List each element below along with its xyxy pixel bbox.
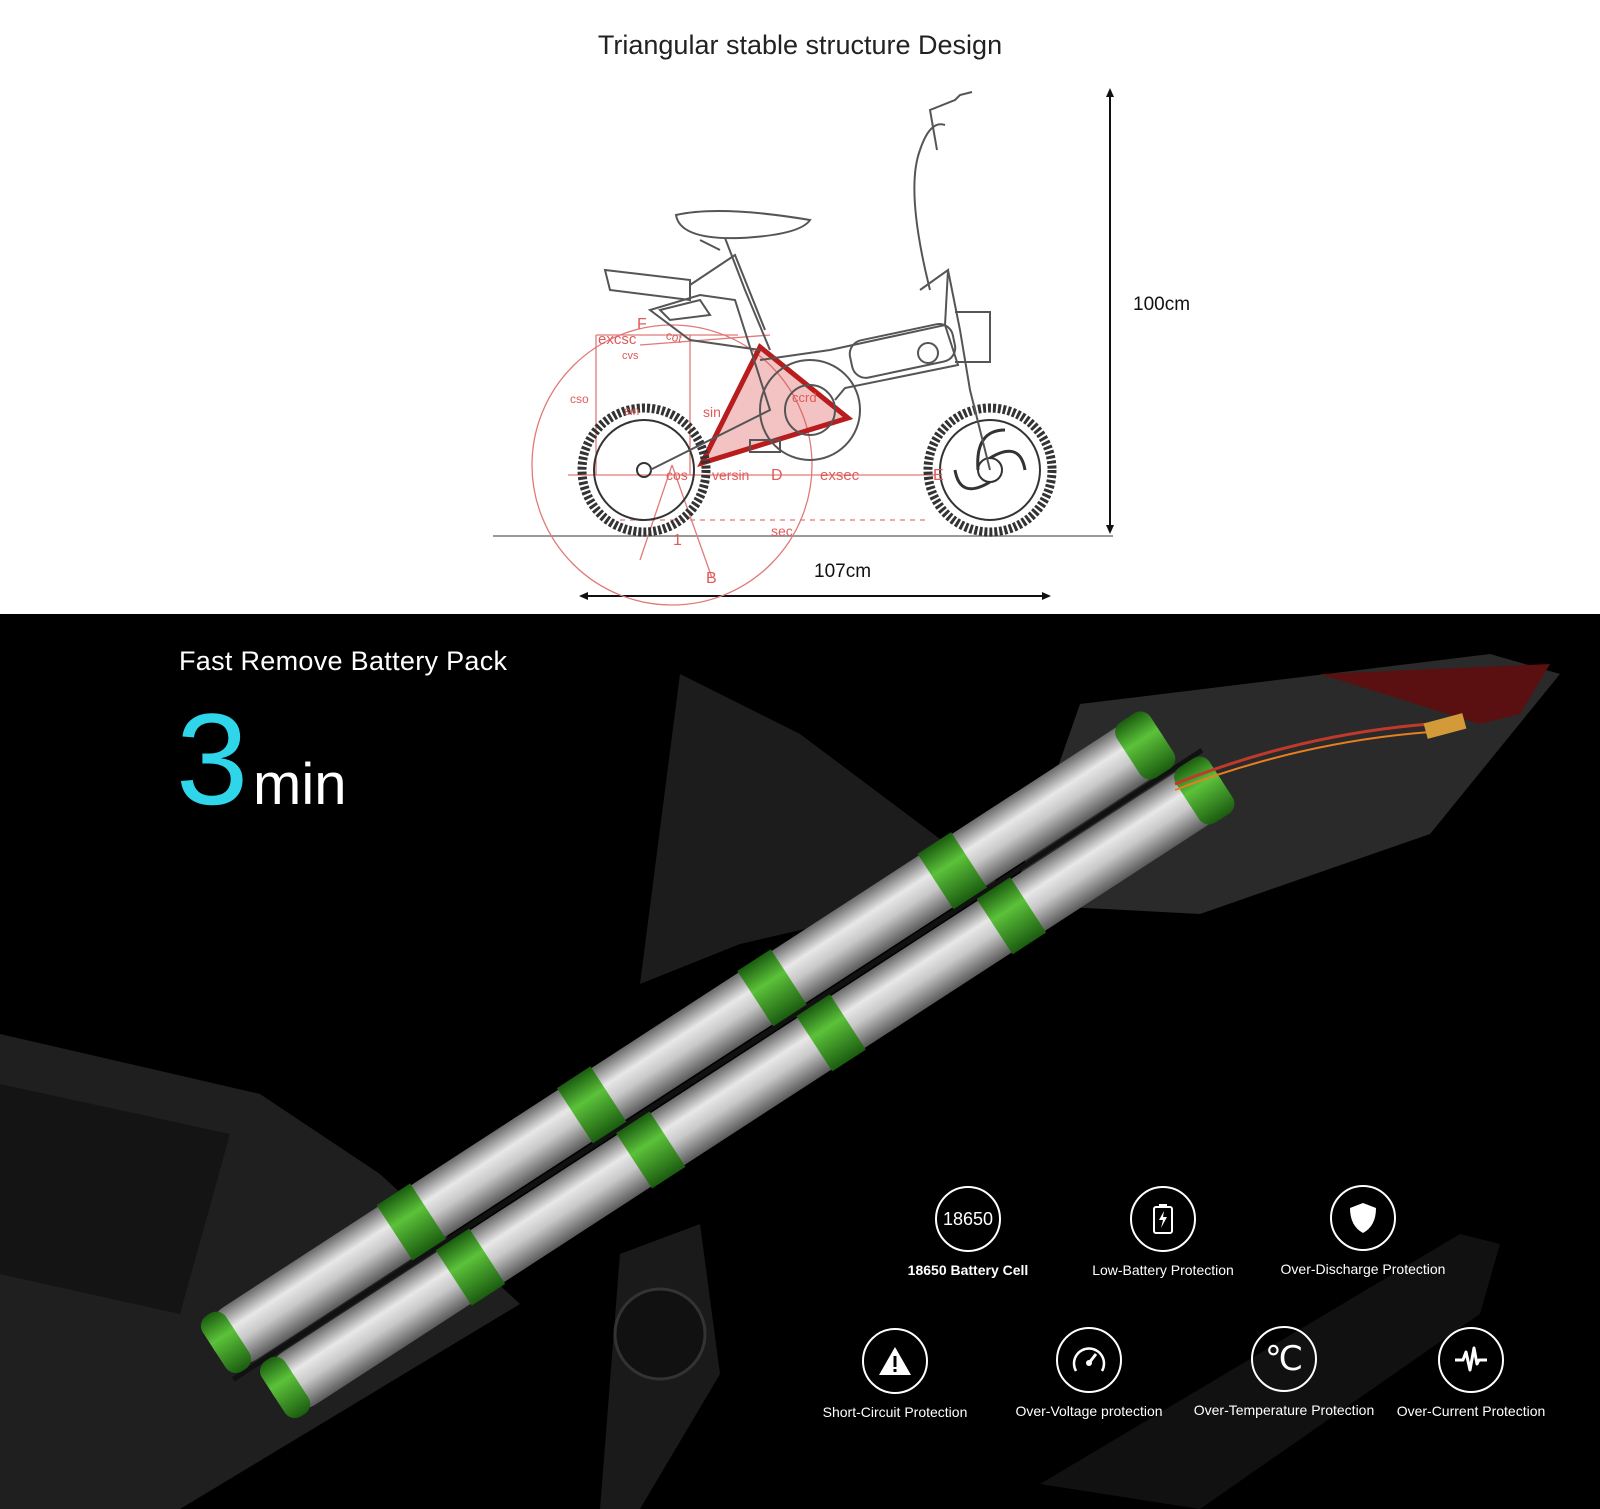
label-E: E	[933, 467, 944, 484]
cell-icon: 18650	[935, 1186, 1001, 1252]
diagram-labels: excsc F cot cvs cso sin sin ccrd cos ver…	[0, 0, 1600, 614]
bike-frame	[603, 91, 991, 471]
battery-cells	[200, 711, 1235, 1419]
feature-18650-cell: 18650 18650 Battery Cell	[873, 1186, 1063, 1278]
thermometer-icon: ℃	[1251, 1326, 1317, 1392]
low-battery-icon	[1130, 1186, 1196, 1252]
feature-label: Over-Voltage protection	[1015, 1403, 1163, 1419]
gauge-icon	[1056, 1327, 1122, 1393]
feature-over-discharge: Over-Discharge Protection	[1268, 1185, 1458, 1277]
battery-section: Fast Remove Battery Pack 3 min 18650 186…	[0, 614, 1600, 1509]
height-arrow	[1106, 88, 1114, 534]
design-title: Triangular stable structure Design	[597, 30, 1003, 60]
label-B: B	[706, 570, 717, 587]
design-section: Triangular stable structure Design	[0, 0, 1600, 614]
label-ccrd: ccrd	[792, 390, 817, 405]
battery-title: Fast Remove Battery Pack	[179, 646, 508, 676]
rear-wheel	[577, 403, 711, 537]
feature-short-circuit: Short-Circuit Protection	[800, 1328, 990, 1420]
feature-label: Low-Battery Protection	[1092, 1262, 1234, 1278]
feature-low-battery: Low-Battery Protection	[1068, 1186, 1258, 1278]
feature-label: Over-Temperature Protection	[1193, 1402, 1375, 1418]
feature-over-temperature: ℃ Over-Temperature Protection	[1189, 1326, 1379, 1418]
label-exsec: exsec	[820, 467, 860, 484]
feature-label: Over-Discharge Protection	[1280, 1261, 1446, 1277]
label-cot: cot	[664, 328, 684, 346]
shield-icon	[1330, 1185, 1396, 1251]
label-F: F	[637, 316, 647, 333]
label-sin: sin	[624, 404, 640, 418]
time-value: 3	[176, 686, 249, 832]
feature-label: 18650 Battery Cell	[907, 1262, 1029, 1278]
length-arrow	[579, 592, 1051, 600]
length-label: 107cm	[814, 561, 872, 582]
feature-over-voltage: Over-Voltage protection	[994, 1327, 1184, 1419]
label-1: 1	[673, 532, 682, 549]
label-sin-2: sin	[703, 404, 721, 420]
feature-label: Over-Current Protection	[1396, 1403, 1546, 1419]
label-excsc: excsc	[598, 331, 637, 348]
label-D: D	[771, 467, 783, 484]
trig-overlay	[531, 324, 935, 606]
label-sec: sec	[771, 523, 793, 539]
pulse-icon	[1438, 1327, 1504, 1393]
bike-diagram	[493, 88, 1114, 606]
feature-label: Short-Circuit Protection	[822, 1404, 968, 1420]
feature-over-current: Over-Current Protection	[1376, 1327, 1566, 1419]
height-label: 100cm	[1133, 294, 1191, 315]
label-cos: cos	[666, 467, 688, 483]
time-unit: min	[253, 752, 347, 817]
front-wheel	[923, 403, 1057, 537]
warning-icon	[862, 1328, 928, 1394]
label-cso: cso	[570, 392, 589, 406]
label-versin: versin	[712, 467, 750, 483]
label-cvs: cvs	[622, 350, 639, 362]
